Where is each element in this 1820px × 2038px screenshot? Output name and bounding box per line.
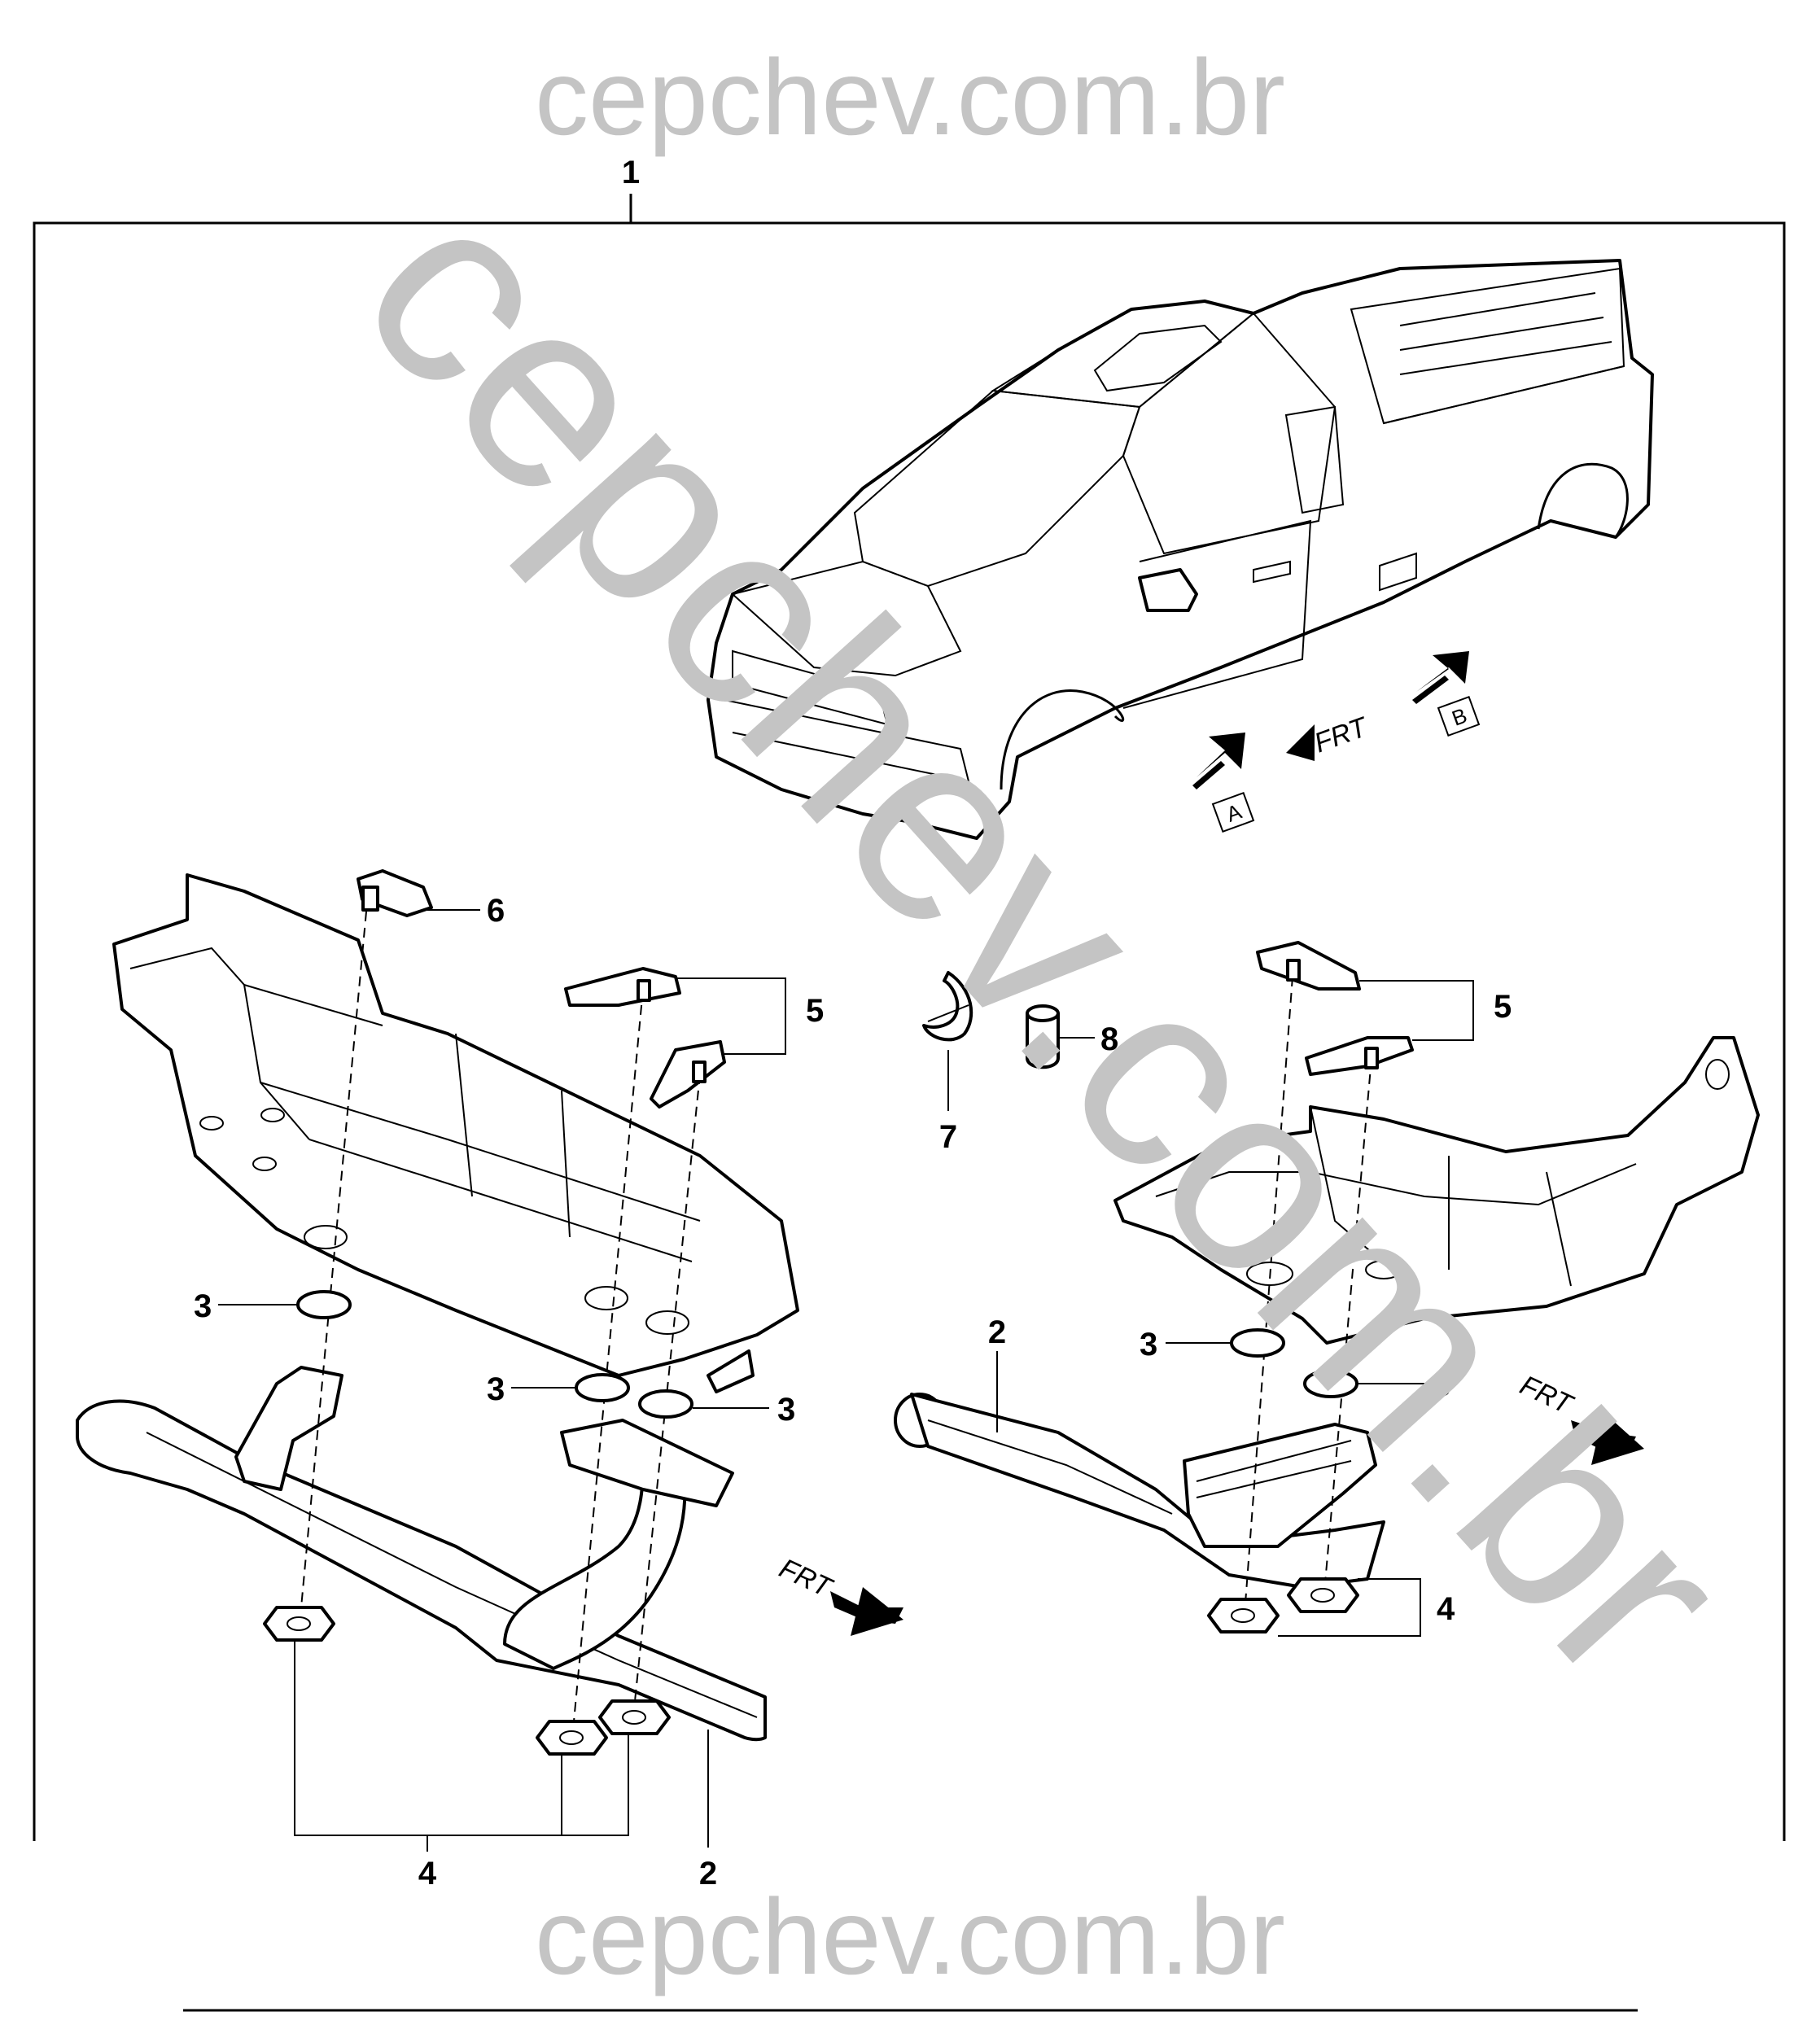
right-guide-2 <box>1324 1057 1372 1584</box>
callout-5-right: 5 <box>1494 989 1512 1025</box>
view-arrow-b <box>1412 651 1481 737</box>
nut-left-2 <box>536 1720 608 1756</box>
callout-6: 6 <box>487 893 505 929</box>
right-guide-1 <box>1245 976 1293 1604</box>
clip-left-lower <box>650 1040 726 1109</box>
sleeve-8 <box>1026 1004 1060 1069</box>
right-floor-panel <box>1113 1036 1760 1345</box>
callout-3-left-3: 3 <box>777 1392 795 1428</box>
view-label-b: B <box>1449 703 1471 731</box>
nut-right-1 <box>1207 1598 1280 1633</box>
nut-right-2 <box>1287 1577 1359 1613</box>
callout-2-right: 2 <box>988 1314 1006 1350</box>
clip-right-lower <box>1305 1036 1414 1076</box>
bracket-4-right <box>1278 1578 1421 1637</box>
callout-3-right-2: 3 <box>1433 1367 1450 1403</box>
frt-arrow-right <box>1571 1412 1644 1465</box>
left-guide-2 <box>573 988 644 1722</box>
bracket-5-right <box>1359 980 1474 1041</box>
callout-2-left: 2 <box>699 1856 717 1891</box>
left-underbody-panel <box>112 873 799 1393</box>
callout-8: 8 <box>1100 1021 1118 1057</box>
callout-3-left-2: 3 <box>487 1371 505 1407</box>
frt-label-left: FRT <box>775 1553 838 1604</box>
clip-right-upper <box>1256 941 1361 991</box>
watermark-top: cepchev.com.br <box>535 37 1285 157</box>
left-guide-1 <box>300 911 367 1608</box>
washer-left-1 <box>296 1290 352 1319</box>
right-exhaust-pipe <box>894 1393 1385 1589</box>
assembly-bracket <box>33 194 1786 1841</box>
frt-label-car: FRT <box>1310 711 1373 759</box>
frt-arrow-left <box>830 1587 903 1636</box>
callout-4-left: 4 <box>418 1856 437 1891</box>
watermark-bottom: cepchev.com.br <box>535 1877 1285 1996</box>
callout-3-right-1: 3 <box>1140 1327 1157 1362</box>
washer-right-2 <box>1303 1369 1358 1398</box>
callout-1-assembly: 1 <box>622 155 640 190</box>
pickup-body-illustration <box>707 259 1654 840</box>
washer-left-2 <box>575 1373 630 1402</box>
view-arrow-a <box>1192 733 1255 833</box>
clip-left-upper <box>564 967 681 1007</box>
view-label-a: A <box>1223 798 1245 826</box>
bracket-4-left <box>294 1640 629 1836</box>
left-exhaust-pipe <box>76 1366 767 1742</box>
callout-5-left: 5 <box>806 993 824 1029</box>
frt-arrow-car <box>1286 724 1315 761</box>
washer-right-1 <box>1230 1328 1285 1358</box>
nut-left-3 <box>598 1699 671 1735</box>
nut-left-1 <box>263 1606 335 1642</box>
stud-clip-6 <box>357 869 433 917</box>
callout-4-right: 4 <box>1437 1591 1455 1627</box>
left-guide-3 <box>634 1074 701 1702</box>
callout-7: 7 <box>939 1119 957 1155</box>
washer-left-3 <box>638 1389 693 1419</box>
hose-clamp-7 <box>922 971 973 1042</box>
bracket-5-left <box>676 977 786 1055</box>
callout-3-left-1: 3 <box>194 1288 212 1324</box>
